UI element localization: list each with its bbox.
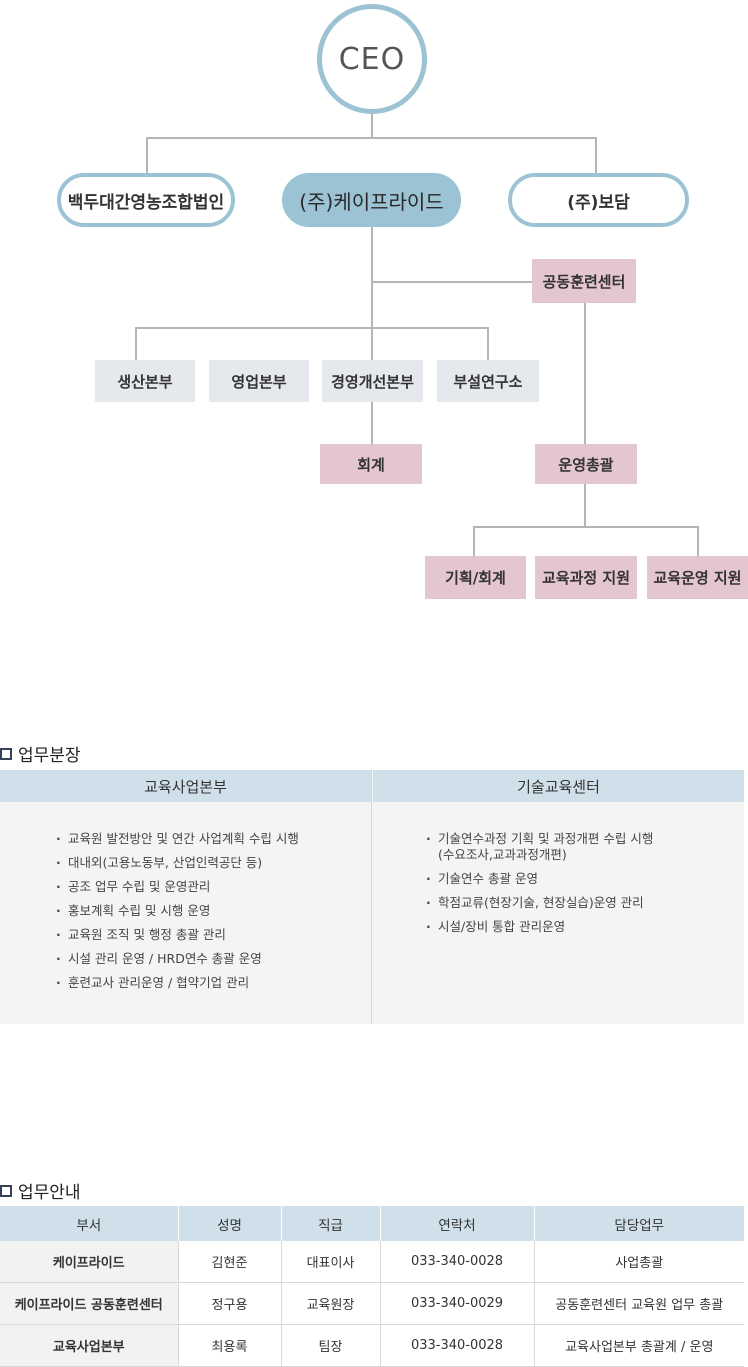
- contacts-table: 부서 성명 직급 연락처 담당업무 케이프라이드 김현준 대표이사 033-34…: [0, 1206, 744, 1367]
- connector: [135, 327, 137, 360]
- table-header-row: 부서 성명 직급 연락처 담당업무: [0, 1206, 744, 1241]
- duty-list-education: 교육원 발전방안 및 연간 사업계획 수립 시행 대내외(고용노동부, 산업인력…: [56, 827, 299, 995]
- connector: [473, 526, 698, 528]
- cell-phone: 033-340-0028: [380, 1324, 535, 1367]
- contacts-section-title: 업무안내: [0, 1178, 81, 1203]
- table-row: 교육사업본부 최용록 팀장 033-340-0028 교육사업본부 총괄계 / …: [0, 1324, 744, 1367]
- list-item: 훈련교사 관리운영 / 협약기업 관리: [56, 971, 299, 995]
- table-row: 케이프라이드 공동훈련센터 정구용 교육원장 033-340-0029 공동훈련…: [0, 1282, 744, 1325]
- connector: [584, 484, 586, 527]
- division-node-sales: 영업본부: [209, 360, 309, 402]
- list-item: 홍보계획 수립 및 시행 운영: [56, 899, 299, 923]
- square-bullet-icon: [0, 747, 12, 760]
- connector: [595, 137, 597, 173]
- connector: [487, 327, 489, 360]
- list-item: 기술연수 총괄 운영: [426, 867, 653, 891]
- duties-box: 교육사업본부 기술교육센터 교육원 발전방안 및 연간 사업계획 수립 시행 대…: [0, 770, 744, 1024]
- cell-duty: 공동훈련센터 교육원 업무 총괄: [534, 1282, 744, 1325]
- connector: [473, 526, 475, 556]
- cell-department: 교육사업본부: [0, 1324, 179, 1367]
- cell-name: 최용록: [178, 1324, 282, 1367]
- cell-department: 케이프라이드: [0, 1241, 179, 1283]
- column-header: 연락처: [380, 1206, 535, 1241]
- list-item-subtext: (수요조사,교과과정개편): [438, 847, 567, 862]
- table-row: 케이프라이드 김현준 대표이사 033-340-0028 사업총괄: [0, 1241, 744, 1283]
- affiliate-node-kpride: (주)케이프라이드: [282, 173, 461, 227]
- team-node-curriculum: 교육과정 지원: [535, 556, 637, 599]
- cell-name: 정구용: [178, 1282, 282, 1325]
- square-bullet-icon: [0, 1184, 12, 1197]
- list-item: 공조 업무 수립 및 운영관리: [56, 875, 299, 899]
- connector: [584, 303, 586, 444]
- list-item-text: 기술연수과정 기획 및 과정개편 수립 시행: [438, 831, 654, 846]
- cell-position: 팀장: [281, 1324, 381, 1367]
- cell-position: 교육원장: [281, 1282, 381, 1325]
- list-item: 시설 관리 운영 / HRD연수 총괄 운영: [56, 947, 299, 971]
- connector: [146, 137, 597, 139]
- operations-node: 운영총괄: [535, 444, 637, 484]
- column-header: 담당업무: [534, 1206, 744, 1241]
- column-header: 직급: [281, 1206, 381, 1241]
- list-item: 대내외(고용노동부, 산업인력공단 등): [56, 851, 299, 875]
- duty-header-tech: 기술교육센터: [373, 770, 744, 802]
- division-node-management: 경영개선본부: [322, 360, 423, 402]
- cell-phone: 033-340-0028: [380, 1241, 535, 1283]
- list-item: 교육원 조직 및 행정 총괄 관리: [56, 923, 299, 947]
- cell-department: 케이프라이드 공동훈련센터: [0, 1282, 179, 1325]
- training-center-node: 공동훈련센터: [532, 259, 636, 303]
- duty-divider: [371, 770, 372, 1024]
- cell-position: 대표이사: [281, 1241, 381, 1283]
- list-item: 학점교류(현장기술, 현장실습)운영 관리: [426, 891, 653, 915]
- column-header: 부서: [0, 1206, 179, 1241]
- affiliate-node-bodam: (주)보담: [508, 173, 689, 227]
- affiliate-node-baekdu: 백두대간영농조합법인: [57, 173, 235, 227]
- duty-header-education: 교육사업본부: [0, 770, 371, 802]
- connector: [371, 226, 373, 360]
- ceo-node: CEO: [317, 4, 427, 114]
- connector: [697, 526, 699, 556]
- cell-duty: 교육사업본부 총괄계 / 운영: [534, 1324, 744, 1367]
- connector: [146, 137, 148, 173]
- cell-name: 김현준: [178, 1241, 282, 1283]
- division-node-research: 부설연구소: [437, 360, 539, 402]
- duties-title-text: 업무분장: [18, 746, 81, 766]
- connector: [371, 281, 532, 283]
- duty-list-tech: 기술연수과정 기획 및 과정개편 수립 시행 (수요조사,교과과정개편) 기술연…: [426, 827, 653, 939]
- cell-phone: 033-340-0029: [380, 1282, 535, 1325]
- duties-section-title: 업무분장: [0, 741, 81, 766]
- column-header: 성명: [178, 1206, 282, 1241]
- connector: [371, 402, 373, 444]
- list-item: 교육원 발전방안 및 연간 사업계획 수립 시행: [56, 827, 299, 851]
- connector: [371, 114, 373, 138]
- contacts-title-text: 업무안내: [18, 1183, 81, 1203]
- team-node-planning: 기획/회계: [425, 556, 526, 599]
- list-item: 시설/장비 통합 관리운영: [426, 915, 653, 939]
- division-node-production: 생산본부: [95, 360, 195, 402]
- connector: [135, 327, 488, 329]
- list-item: 기술연수과정 기획 및 과정개편 수립 시행 (수요조사,교과과정개편): [426, 827, 653, 867]
- accounting-node: 회계: [320, 444, 422, 484]
- cell-duty: 사업총괄: [534, 1241, 744, 1283]
- team-node-operation: 교육운영 지원: [647, 556, 748, 599]
